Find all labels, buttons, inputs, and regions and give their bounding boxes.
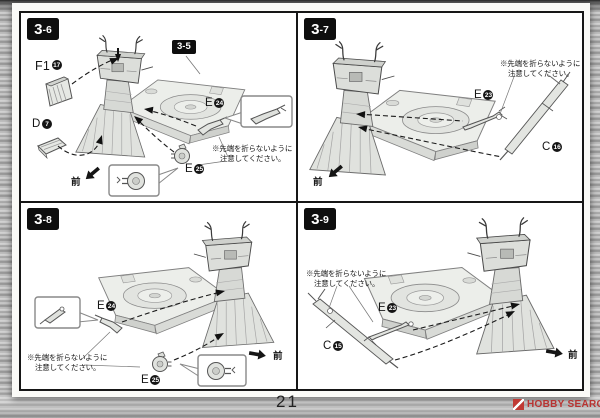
step-number-badge: 3-6 [27, 18, 59, 40]
assembly-diagram-3-8 [34, 221, 275, 387]
part-letter: C [542, 141, 551, 153]
part-label-c-16: C 16 [542, 141, 563, 154]
step-sub: -7 [319, 24, 329, 37]
part-e25-drawing [152, 351, 172, 372]
assembly-diagram-3-6 [37, 35, 293, 197]
part-label-e-25: E 25 [141, 374, 161, 387]
part-label-e-24: E 24 [97, 300, 117, 313]
callout-e25 [179, 354, 247, 387]
part-c15-mast-drawing [307, 288, 399, 369]
part-number-badge: 15 [333, 341, 344, 351]
front-direction-label: 前 [71, 177, 81, 188]
part-label-d-7: D 7 [32, 118, 53, 131]
part-e23-drawing [462, 106, 508, 131]
caution-note: ※先端を折らないように 注意してください。 [212, 144, 293, 164]
watermark-text: HOBBY SEARCH [527, 399, 600, 410]
assembly-diagram-3-7 [309, 41, 571, 181]
caution-note: ※先端を折らないように 注意してください。 [306, 269, 387, 289]
step-panel-3-8: 3-8 E 24 E 25 ※先端を折らないように 注意してください。 前 [22, 204, 296, 389]
part-number-badge: 25 [194, 164, 205, 174]
part-label-e-24: E 24 [205, 97, 225, 110]
front-direction-label: 前 [568, 350, 578, 361]
step-number-badge: 3-7 [304, 18, 336, 40]
part-number-badge: 17 [51, 60, 62, 70]
ref-step-badge: 3-5 [172, 40, 196, 54]
front-direction-label: 前 [313, 177, 323, 188]
part-number-badge: 7 [42, 119, 53, 129]
part-letter: E [205, 97, 213, 109]
page-number: 21 [276, 392, 299, 411]
front-direction-label: 前 [273, 351, 283, 362]
step-number-badge: 3-8 [27, 208, 59, 230]
hobby-search-logo-icon [513, 399, 524, 410]
part-letter: E [97, 300, 105, 312]
part-letter: E [474, 89, 482, 101]
part-label-e-23: E 23 [378, 302, 398, 315]
front-arrow-icon [248, 348, 267, 361]
step-panel-3-7: 3-7 E 23 C 16 ※先端を折らないように 注意してください。 前 [299, 14, 583, 201]
panel-divider-horizontal [19, 200, 584, 203]
part-d-drawing [37, 137, 67, 160]
step-panel-3-9: 3-9 E 23 C 15 ※先端を折らないように 注意してください。 前 [299, 204, 583, 389]
step-main: 3 [311, 20, 320, 38]
part-f1-drawing [45, 76, 73, 107]
part-number-badge: 24 [214, 98, 225, 108]
part-label-e-23: E 23 [474, 89, 494, 102]
step-main: 3 [34, 20, 43, 38]
step-panel-3-6: 3-6 3-5 F1 17 D 7 E 24 E 25 ※先端を折らないように … [22, 14, 296, 201]
part-e25-drawing [171, 143, 190, 164]
step-sub: -6 [42, 24, 52, 37]
part-label-c-15: C 15 [323, 340, 344, 353]
part-number-badge: 25 [150, 375, 161, 385]
step-main: 3 [34, 210, 43, 228]
part-letter: E [378, 302, 386, 314]
part-label-f1-17: F1 17 [35, 60, 62, 73]
callout-e24 [34, 296, 99, 329]
part-letter: D [32, 118, 41, 130]
step-number-badge: 3-9 [304, 208, 336, 230]
callout-e24 [223, 95, 293, 128]
callout-e25 [108, 164, 179, 197]
caution-note: ※先端を折らないように 注意してください。 [27, 353, 108, 373]
part-number-badge: 23 [483, 90, 494, 100]
part-letter: E [141, 374, 149, 386]
part-number-badge: 16 [552, 142, 563, 152]
caution-note: ※先端を折らないように 注意してください。 [500, 59, 581, 79]
step-main: 3 [311, 210, 320, 228]
front-arrow-icon [82, 164, 102, 183]
part-number-badge: 23 [387, 303, 398, 313]
part-label-e-25: E 25 [185, 163, 205, 176]
watermark: HOBBY SEARCH [513, 399, 600, 410]
part-letter: F1 [35, 59, 51, 73]
part-letter: C [323, 340, 332, 352]
step-sub: -8 [42, 214, 52, 227]
assembly-diagram-3-9 [307, 217, 564, 369]
step-sub: -9 [319, 214, 329, 227]
part-letter: E [185, 163, 193, 175]
part-number-badge: 24 [106, 301, 117, 311]
part-e24-drawing [94, 314, 123, 334]
